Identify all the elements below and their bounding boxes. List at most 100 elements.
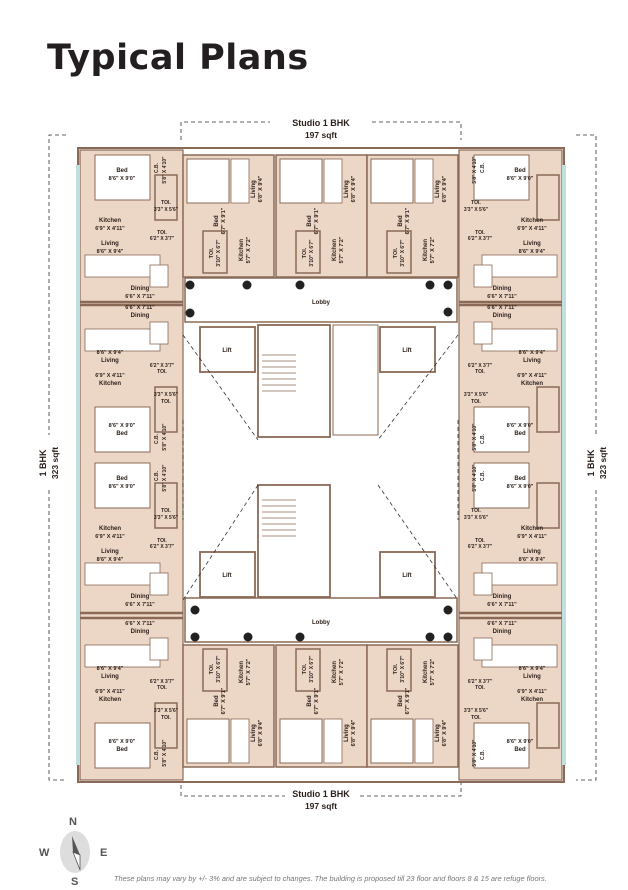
flat-number-badge-bottom: [295, 632, 305, 642]
studio-toilet-dim-t3: 3'10" X 6'7": [400, 239, 406, 267]
studio-kitchen-dim-b1: 5'7" X 7'2": [246, 658, 252, 685]
toilet1-label-l4: TOI.: [161, 715, 171, 721]
bed-dim-r2: 8'6" X 9'0": [507, 423, 534, 429]
studio-bed-dim-t1: 6'7" X 9'1": [221, 207, 227, 234]
bhk-label-left: 1 BHK: [38, 449, 48, 477]
studio-kitchen-dim-t1: 5'7" X 7'2": [246, 236, 252, 263]
left-window-strip: [76, 165, 80, 765]
studio-bed-t3: [370, 158, 414, 204]
studio-bed-b1: [186, 718, 230, 764]
dining-label-l4: Dining: [131, 629, 150, 635]
studio-toilet-label-t1: TOI.: [209, 247, 215, 258]
studio-bed-label-t2: Bed: [307, 215, 313, 227]
cb-label-r4: C.B.: [480, 749, 486, 760]
kitchen-dim-r2: 6'9" X 4'11": [517, 373, 547, 379]
sofa-l3: [84, 562, 161, 586]
studio-toilet-label-b1: TOI.: [209, 663, 215, 674]
living-label-r2: Living: [523, 358, 541, 364]
dining-dim-l2: 6'6" X 7'11": [125, 305, 155, 311]
studio-bed-t1: [186, 158, 230, 204]
toilet-l3: [154, 482, 178, 529]
studio-toilet-b2: [295, 648, 321, 692]
studio-label-top: Studio 1 BHK: [292, 118, 350, 128]
bhk-left-bracket: [48, 134, 66, 781]
studio-toilet-label-b2: TOI.: [302, 663, 308, 674]
studio-living-dim-b1: 6'8" X 9'4": [258, 719, 264, 746]
kitchen-label-r4: Kitchen: [521, 697, 543, 703]
bed-room-r1: [473, 154, 530, 201]
sofa-l1: [84, 254, 161, 278]
flat-number-badge-top: [185, 280, 195, 290]
studio-bed-label-t1: Bed: [214, 215, 220, 227]
bhk-right-bracket: [576, 134, 597, 781]
sofa-r1: [481, 254, 558, 278]
studio-toilet-t1: [202, 230, 228, 274]
toilet2-dim-l2: 6'2" X 3'7": [150, 363, 175, 369]
studio-living-dim-b2: 6'8" X 9'4": [351, 719, 357, 746]
studio-kitchen-label-t2: Kitchen: [332, 239, 338, 261]
kitchen-dim-r3: 6'9" X 4'11": [517, 534, 547, 540]
void-diagonal: [182, 334, 259, 441]
dining-table-r2: [473, 321, 493, 345]
toilet-l1: [154, 174, 178, 221]
void-diagonal: [377, 334, 459, 441]
dining-label-r4: Dining: [493, 629, 512, 635]
stair-bottom: [257, 484, 331, 598]
bhk-label-right: 1 BHK: [586, 449, 596, 477]
studio-toilet-dim-b3: 3'10" X 6'7": [400, 655, 406, 683]
flat-number-bottom: 1: [446, 608, 450, 614]
bed-dim-r1: 8'6" X 9'0": [507, 176, 534, 182]
kitchen-dim-l1: 6'9" X 4'11": [95, 226, 125, 232]
studio-kitchen-label-t3: Kitchen: [423, 239, 429, 261]
living-dim-r3: 8'6" X 9'4": [519, 557, 546, 563]
flat-number-badge-top: [443, 280, 453, 290]
toilet2-label-r3: TOI.: [475, 538, 485, 544]
toilet2-dim-l4: 6'2" X 3'7": [150, 679, 175, 685]
studio-living-dim-t2: 6'8" X 9'4": [351, 175, 357, 202]
sofa-l4: [84, 644, 161, 668]
toilet2-label-l2: TOI.: [157, 369, 167, 375]
bed-label-r4: Bed: [514, 747, 526, 753]
flat-number-badge-bottom: [190, 605, 200, 615]
flat-number-top: 3: [245, 283, 249, 289]
studio-bed-t2: [279, 158, 323, 204]
lobby-top: [184, 277, 458, 323]
studio-sofa-b3: [414, 718, 434, 764]
studio-bed-dim-t2: 6'7" X 9'1": [314, 207, 320, 234]
toilet2-dim-r1: 6'2" X 3'7": [468, 236, 493, 242]
flat-number-bottom: 2: [446, 635, 450, 641]
dining-dim-l4: 6'6" X 7'11": [125, 621, 155, 627]
flat-number-badge-top: [443, 307, 453, 317]
dining-dim-r3: 6'6" X 7'11": [487, 602, 517, 608]
kitchen-label-r2: Kitchen: [521, 381, 543, 387]
studio-kitchen-label-b2: Kitchen: [332, 661, 338, 683]
toilet1-label-r3: TOI.: [471, 508, 481, 514]
flat-number-top: 7: [446, 310, 450, 316]
sofa-r3: [481, 562, 558, 586]
bhk-area-left: 323 sqft: [50, 447, 60, 479]
toilet1-dim-l3: 3'3" X 5'6": [154, 515, 179, 521]
flat-number-top: 1: [188, 311, 192, 317]
dining-dim-r2: 6'6" X 7'11": [487, 305, 517, 311]
studio-living-label-t3: Living: [435, 180, 441, 198]
bed-dim-r3: 8'6" X 9'0": [507, 484, 534, 490]
studio-living-label-t2: Living: [344, 180, 350, 198]
compass-west-label: W: [39, 847, 50, 859]
flat-number-badge-bottom: [190, 632, 200, 642]
studio-toilet-b3: [386, 648, 412, 692]
toilet2-label-r2: TOI.: [475, 369, 485, 375]
toilet1-label-l3: TOI.: [161, 508, 171, 514]
toilet2-dim-r3: 6'2" X 3'7": [468, 544, 493, 550]
studio-sofa-t3: [414, 158, 434, 204]
studio-toilet-dim-b2: 3'10" X 6'7": [309, 655, 315, 683]
kitchen-dim-r1: 6'9" X 4'11": [517, 226, 547, 232]
studio-bed-label-b1: Bed: [214, 695, 220, 707]
shaft-top: [332, 324, 379, 436]
bed-dim-l3: 8'6" X 9'0": [109, 484, 136, 490]
bed-room-r2: [473, 406, 530, 453]
toilet1-dim-r4: 3'3" X 5'6": [464, 708, 489, 714]
studio-living-dim-t3: 6'8" X 9'4": [442, 175, 448, 202]
flat-number-top: 5: [428, 283, 432, 289]
lobby-top-label: Lobby: [312, 300, 331, 306]
void-diagonal: [377, 484, 459, 601]
